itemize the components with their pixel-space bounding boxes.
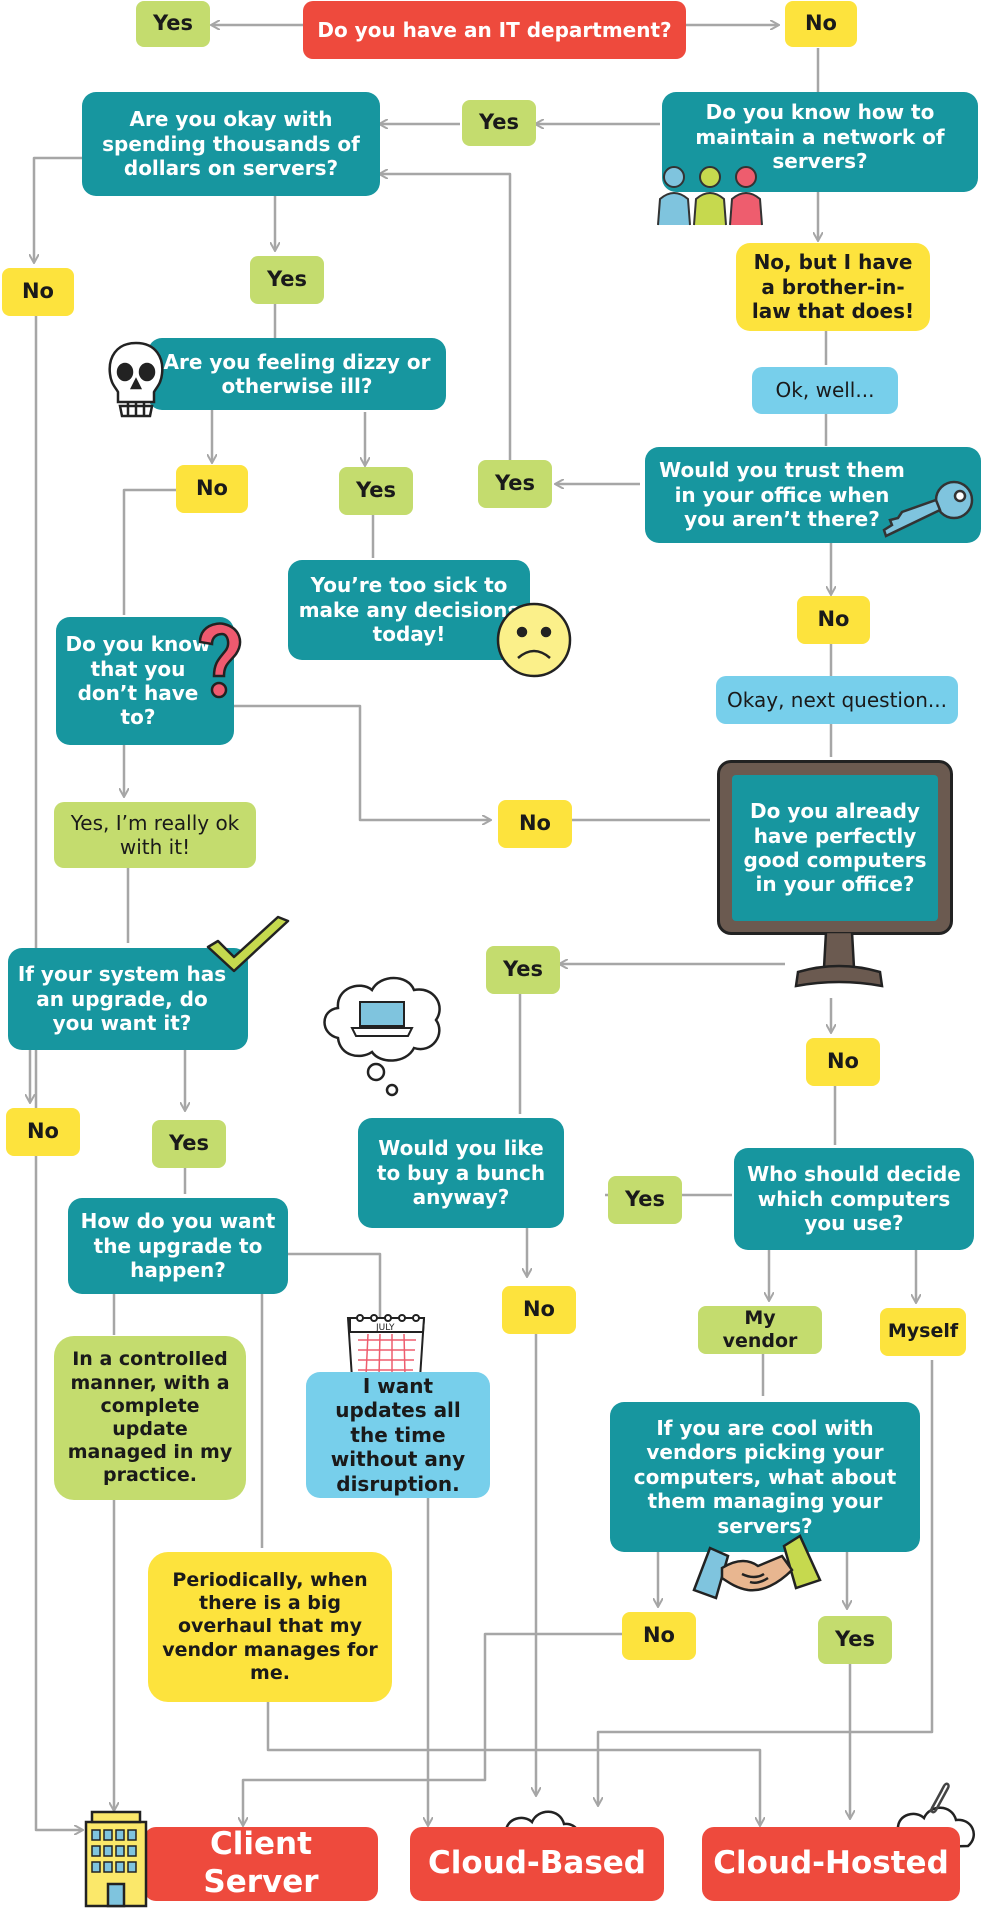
- paperclip-icon: [928, 1782, 950, 1814]
- key-icon: [882, 480, 974, 538]
- answer-no-upgrade: No: [6, 1108, 80, 1156]
- calendar-month-label: JULY: [375, 1323, 395, 1333]
- skull-icon: [108, 341, 164, 418]
- answer-yes-buy: Yes: [608, 1176, 682, 1224]
- answer-no-dizzy: No: [176, 465, 248, 513]
- answer-myself: Myself: [880, 1308, 966, 1356]
- answer-no-trust: No: [797, 596, 870, 644]
- updates-all-time-box: I want updates all the time without any …: [306, 1372, 490, 1498]
- question-how-upgrade: How do you want the upgrade to happen?: [68, 1198, 288, 1294]
- people-icon: [657, 166, 763, 226]
- sad-face-icon: [496, 602, 572, 678]
- periodically-box: Periodically, when there is a big overha…: [148, 1552, 392, 1702]
- answer-yes-upgrade: Yes: [152, 1120, 226, 1168]
- okay-next-question-box: Okay, next question...: [716, 676, 958, 724]
- handshake-icon: [692, 1534, 822, 1600]
- question-good-computers: Do you already have perfectly good compu…: [732, 775, 938, 921]
- outcome-cloud-hosted: Cloud-Hosted: [702, 1827, 960, 1901]
- question-maintain-network: Do you know how to maintain a network of…: [662, 92, 978, 192]
- answer-my-vendor: My vendor: [698, 1306, 822, 1354]
- answer-yes-spending: Yes: [250, 256, 324, 304]
- question-feeling-dizzy: Are you feeling dizzy or otherwise ill?: [148, 338, 446, 410]
- question-want-upgrade: If your system has an upgrade, do you wa…: [8, 948, 248, 1050]
- question-who-decides: Who should decide which computers you us…: [734, 1148, 974, 1250]
- really-ok-box: Yes, I’m really ok with it!: [54, 802, 256, 868]
- question-it-department: Do you have an IT department?: [303, 1, 686, 59]
- question-vendor-servers: If you are cool with vendors picking you…: [610, 1402, 920, 1552]
- outcome-cloud-based: Cloud-Based: [410, 1827, 664, 1901]
- answer-yes-dizzy: Yes: [339, 467, 413, 515]
- answer-yes-maintain: Yes: [462, 100, 536, 146]
- brother-in-law-box: No, but I have a brother-in-law that doe…: [736, 243, 930, 331]
- answer-yes-computers: Yes: [486, 946, 560, 994]
- outcome-client-server: Client Server: [144, 1826, 378, 1901]
- too-sick-box: You’re too sick to make any decisions to…: [288, 560, 530, 660]
- answer-no-know: No: [498, 800, 572, 848]
- checkmark-icon: [206, 915, 290, 973]
- building-icon: [84, 1810, 148, 1908]
- answer-yes-it: Yes: [136, 1, 210, 47]
- question-spending-servers: Are you okay with spending thousands of …: [82, 92, 380, 196]
- answer-no-buy: No: [502, 1286, 576, 1334]
- question-buy-bunch: Would you like to buy a bunch anyway?: [358, 1118, 564, 1228]
- answer-no-spending: No: [2, 268, 74, 316]
- question-mark-icon: [198, 622, 242, 699]
- question-trust-office: Would you trust them in your office when…: [645, 447, 981, 543]
- answer-yes-vendor: Yes: [818, 1616, 892, 1664]
- answer-no-computers: No: [806, 1038, 880, 1086]
- answer-no-it: No: [785, 1, 857, 47]
- ok-well-box: Ok, well...: [752, 367, 898, 414]
- laptop-thought-icon: [323, 976, 441, 1097]
- controlled-manner-box: In a controlled manner, with a complete …: [54, 1336, 246, 1500]
- answer-no-vendor: No: [622, 1612, 696, 1660]
- answer-yes-trust: Yes: [478, 460, 552, 508]
- monitor-stand: [794, 932, 884, 988]
